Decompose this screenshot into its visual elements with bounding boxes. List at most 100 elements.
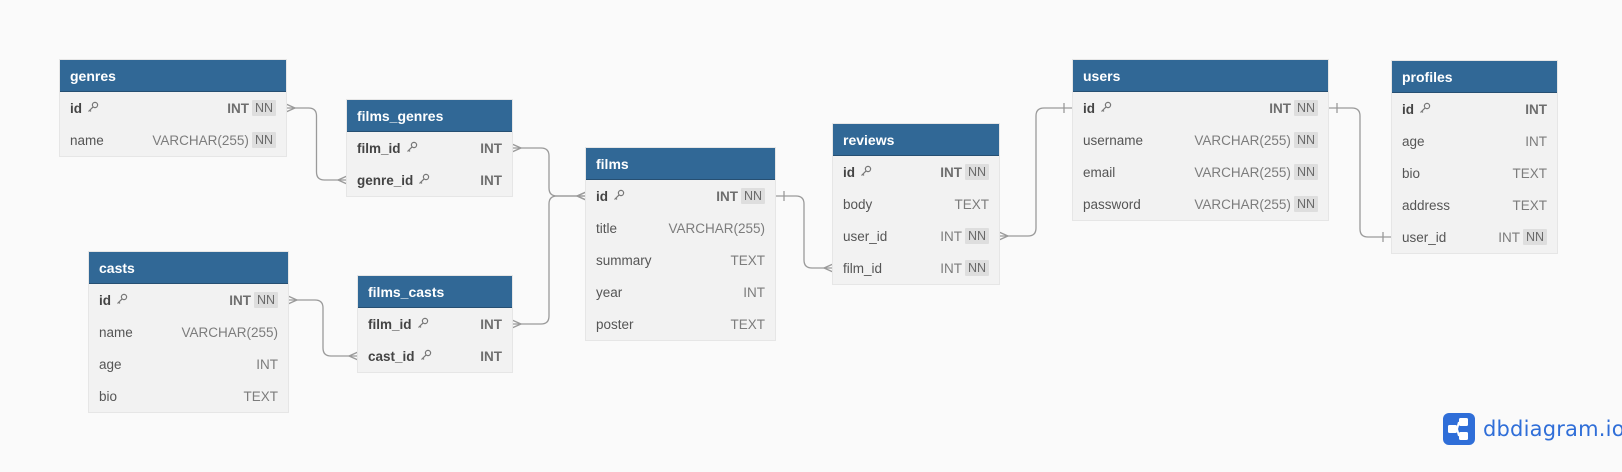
field-type: INT bbox=[940, 228, 962, 244]
field-name-text: id bbox=[99, 292, 111, 308]
relationship-line bbox=[286, 107, 347, 181]
key-icon bbox=[415, 349, 432, 364]
field-name: id bbox=[1083, 101, 1269, 116]
table-header[interactable]: users bbox=[1073, 60, 1328, 92]
field-type: INT bbox=[1525, 101, 1547, 117]
table-header[interactable]: casts bbox=[89, 252, 288, 284]
crows-foot-marker bbox=[822, 263, 834, 273]
table-header[interactable]: films_genres bbox=[347, 100, 512, 132]
field-name: year bbox=[596, 285, 743, 300]
field-name-text: username bbox=[1083, 132, 1144, 148]
key-icon bbox=[1095, 101, 1112, 116]
not-null-badge: NN bbox=[253, 292, 278, 308]
field-name: user_id bbox=[843, 229, 940, 244]
field-type: TEXT bbox=[730, 316, 765, 332]
field-name-text: age bbox=[1402, 133, 1425, 149]
field-name-text: name bbox=[70, 132, 104, 148]
table-header[interactable]: films_casts bbox=[358, 276, 512, 308]
field-type: TEXT bbox=[954, 196, 989, 212]
field-type: VARCHAR(255) bbox=[181, 324, 278, 340]
field-row[interactable]: film_id INT bbox=[358, 308, 512, 340]
brand-badge[interactable]: dbdiagram.io bbox=[1443, 413, 1622, 445]
field-name: id bbox=[1402, 102, 1525, 117]
field-name-text: body bbox=[843, 196, 873, 212]
field-name-text: film_id bbox=[368, 316, 412, 332]
key-icon bbox=[412, 317, 429, 332]
field-type: INT bbox=[1269, 100, 1291, 116]
relationship-line bbox=[512, 195, 586, 325]
key-icon bbox=[401, 141, 418, 156]
field-name-text: age bbox=[99, 356, 122, 372]
field-name: film_id bbox=[368, 317, 480, 332]
relationship-line bbox=[775, 195, 833, 269]
field-name: id bbox=[99, 293, 229, 308]
field-name: genre_id bbox=[357, 173, 480, 188]
field-name-text: cast_id bbox=[368, 348, 415, 364]
field-name: title bbox=[596, 221, 668, 236]
crows-foot-marker bbox=[511, 319, 523, 329]
field-type: INT bbox=[480, 316, 502, 332]
field-type: VARCHAR(255) bbox=[668, 220, 765, 236]
table-header[interactable]: profiles bbox=[1392, 61, 1557, 93]
crows-foot-marker bbox=[347, 351, 359, 361]
field-name-text: id bbox=[1083, 100, 1095, 116]
field-type: VARCHAR(255) bbox=[1194, 196, 1291, 212]
field-name: bio bbox=[99, 389, 243, 404]
table-header[interactable]: films bbox=[586, 148, 775, 180]
field-type: INT bbox=[229, 292, 251, 308]
not-null-badge: NN bbox=[740, 188, 765, 204]
field-row[interactable]: age INT bbox=[89, 348, 288, 380]
field-row[interactable]: body TEXT bbox=[833, 188, 999, 220]
brand-name[interactable]: dbdiagram.io bbox=[1483, 417, 1622, 441]
field-type: TEXT bbox=[1512, 197, 1547, 213]
field-name-text: password bbox=[1083, 196, 1141, 212]
not-null-badge: NN bbox=[964, 164, 989, 180]
key-icon bbox=[413, 173, 430, 188]
field-name: bio bbox=[1402, 166, 1512, 181]
field-name-text: address bbox=[1402, 197, 1451, 213]
field-row[interactable]: address TEXT bbox=[1392, 189, 1557, 221]
relationship-line bbox=[288, 299, 358, 357]
table-header[interactable]: reviews bbox=[833, 124, 999, 156]
field-name: address bbox=[1402, 198, 1512, 213]
field-name-text: film_id bbox=[843, 260, 883, 276]
table-header[interactable]: genres bbox=[60, 60, 286, 92]
field-type: INT bbox=[256, 356, 278, 372]
field-name: age bbox=[99, 357, 256, 372]
field-name: email bbox=[1083, 165, 1194, 180]
crows-foot-marker bbox=[287, 295, 299, 305]
